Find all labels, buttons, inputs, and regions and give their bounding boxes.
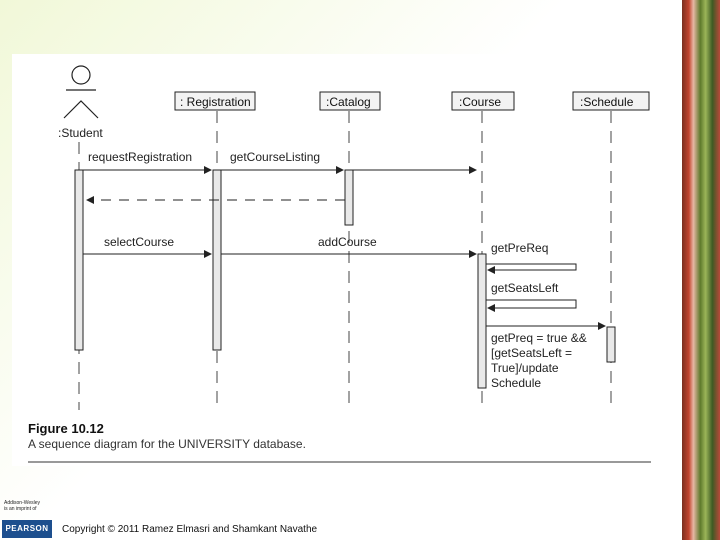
publisher-line-1: Addison-Wesley bbox=[4, 500, 41, 506]
message-label-get-course-listing: getCourseListing bbox=[230, 150, 320, 164]
student-actor: :Student bbox=[58, 65, 103, 140]
figure-caption-title: Figure 10.12 bbox=[28, 421, 104, 436]
message-label-add-course: addCourse bbox=[318, 235, 377, 249]
message-label-condition-line-2: [getSeatsLeft = bbox=[491, 346, 572, 360]
actor-legs bbox=[63, 100, 99, 119]
activation-student bbox=[74, 169, 84, 351]
figure-panel bbox=[12, 54, 660, 466]
object-label-schedule: :Schedule bbox=[580, 95, 634, 109]
object-catalog: :Catalog bbox=[319, 91, 381, 111]
object-box bbox=[174, 91, 256, 111]
object-label-catalog: :Catalog bbox=[326, 95, 371, 109]
message-label-condition-line-1: getPreq = true && bbox=[491, 331, 587, 345]
self-message-get-seats-left bbox=[485, 295, 577, 312]
activation-schedule bbox=[606, 326, 616, 363]
figure-caption-text: A sequence diagram for the UNIVERSITY da… bbox=[28, 437, 306, 451]
message-label-select-course: selectCourse bbox=[104, 235, 174, 249]
object-label-course: :Course bbox=[459, 95, 501, 109]
actor-head-icon bbox=[71, 65, 91, 85]
object-box bbox=[319, 91, 381, 111]
object-box bbox=[451, 91, 515, 111]
publisher-note: Addison-Wesley is an imprint of bbox=[4, 500, 54, 512]
object-box bbox=[572, 91, 650, 111]
message-label-request-registration: requestRegistration bbox=[88, 150, 192, 164]
self-message-get-pre-req bbox=[485, 256, 577, 274]
copyright-notice: Copyright © 2011 Ramez Elmasri and Shamk… bbox=[62, 524, 318, 535]
message-label-get-pre-req: getPreReq bbox=[491, 241, 548, 255]
activation-catalog bbox=[344, 169, 354, 226]
actor-label: :Student bbox=[58, 126, 103, 140]
publisher-line-2: is an imprint of bbox=[4, 506, 37, 512]
object-schedule: :Schedule bbox=[572, 91, 650, 111]
object-label-registration: : Registration bbox=[180, 95, 251, 109]
message-label-condition-line-4: Schedule bbox=[491, 376, 541, 390]
object-course: :Course bbox=[451, 91, 515, 111]
message-label-get-seats-left: getSeatsLeft bbox=[491, 281, 559, 295]
message-label-condition-line-3: True]/update bbox=[491, 361, 559, 375]
activation-course bbox=[477, 253, 487, 389]
decorative-side-stripe bbox=[682, 0, 720, 540]
pearson-logo: PEARSON bbox=[2, 520, 52, 538]
activation-registration bbox=[212, 169, 222, 351]
object-registration: : Registration bbox=[174, 91, 256, 111]
